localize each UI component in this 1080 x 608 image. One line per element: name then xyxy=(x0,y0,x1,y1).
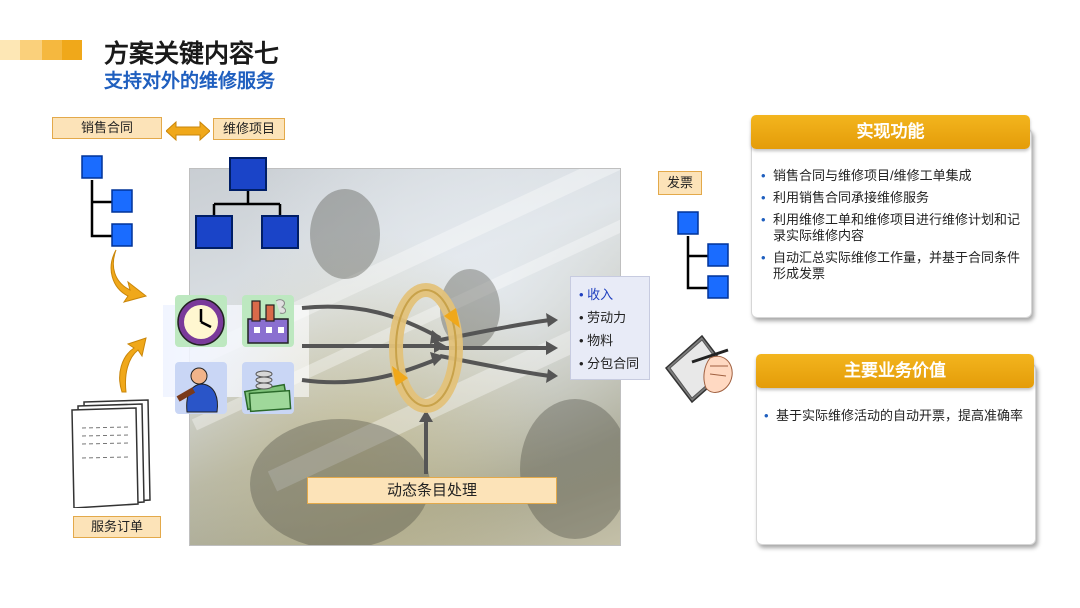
output-item: • 物料 xyxy=(579,333,614,348)
output-item: • 分包合同 xyxy=(579,356,640,371)
maintenance-project-label: 维修项目 xyxy=(213,118,285,140)
header-bar-2 xyxy=(20,40,42,60)
value-panel-title: 主要业务价值 xyxy=(756,354,1034,388)
factory-icon xyxy=(242,295,294,347)
maintenance-project-tree-icon xyxy=(195,157,299,249)
value-item: 基于实际维修活动的自动开票，提高准确率 xyxy=(764,408,1026,424)
money-icon xyxy=(242,362,294,414)
page-title: 方案关键内容七 xyxy=(104,40,280,68)
document-stack-icon xyxy=(71,399,151,508)
output-item: • 劳动力 xyxy=(579,310,627,325)
header-bar-1 xyxy=(0,40,20,60)
features-panel-title: 实现功能 xyxy=(751,115,1030,149)
features-list: 销售合同与维修项目/维修工单集成 利用销售合同承接维修服务 利用维修工单和维修项… xyxy=(761,168,1021,288)
feature-item: 利用维修工单和维修项目进行维修计划和记录实际维修内容 xyxy=(761,212,1021,244)
curved-arrow-up-icon xyxy=(119,337,147,393)
writing-notebook-icon xyxy=(664,334,733,404)
invoice-tree-icon xyxy=(677,211,729,299)
page-subtitle: 支持对外的维修服务 xyxy=(104,71,276,92)
flow-arrows xyxy=(301,283,558,474)
output-list: • 收入 • 劳动力 • 物料 • 分包合同 xyxy=(570,276,650,380)
sales-contract-tree-icon xyxy=(81,155,133,247)
feature-item: 自动汇总实际维修工作量，并基于合同条件形成发票 xyxy=(761,250,1021,282)
dynamic-processing-label: 动态条目处理 xyxy=(307,477,557,504)
invoice-label: 发票 xyxy=(658,171,702,195)
curved-arrow-down-icon xyxy=(110,249,148,303)
double-arrow-icon xyxy=(166,120,210,142)
service-order-label: 服务订单 xyxy=(73,516,161,538)
value-panel xyxy=(756,363,1036,545)
value-list: 基于实际维修活动的自动开票，提高准确率 xyxy=(764,408,1026,430)
sales-contract-label: 销售合同 xyxy=(52,117,162,139)
feature-item: 利用销售合同承接维修服务 xyxy=(761,190,1021,206)
output-item: • 收入 xyxy=(579,287,614,302)
clock-icon xyxy=(175,295,227,347)
header-bar-3 xyxy=(42,40,62,60)
worker-icon xyxy=(175,362,227,414)
feature-item: 销售合同与维修项目/维修工单集成 xyxy=(761,168,1021,184)
header-bar-4 xyxy=(62,40,82,60)
